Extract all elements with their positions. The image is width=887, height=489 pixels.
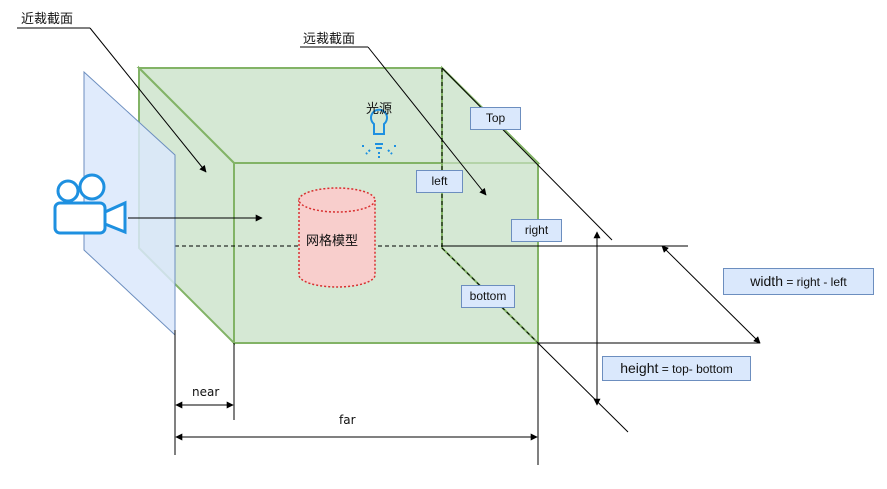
near-plane-label: 近裁截面 xyxy=(21,12,74,27)
height-term: height xyxy=(620,360,659,376)
light-label: 光源 xyxy=(366,102,393,117)
camera-icon xyxy=(53,173,127,235)
mesh-cylinder xyxy=(298,187,376,288)
far-plane-leader xyxy=(367,46,487,196)
width-dimension-arrow xyxy=(661,245,761,344)
width-formula: = right - left xyxy=(782,275,847,289)
top-label: Top xyxy=(470,107,521,130)
width-term: width xyxy=(750,273,783,289)
bottom-label: bottom xyxy=(461,285,515,308)
height-formula-box: height = top- bottom xyxy=(602,356,751,381)
near-plane-leader xyxy=(89,27,207,173)
light-bulb-icon xyxy=(360,108,398,158)
left-label: left xyxy=(416,170,463,193)
right-label: right xyxy=(511,219,562,242)
mesh-label: 网格模型 xyxy=(306,234,359,249)
far-plane-label: 远裁截面 xyxy=(303,32,356,47)
height-formula: = top- bottom xyxy=(658,362,733,376)
width-formula-box: width = right - left xyxy=(723,268,874,295)
near-label: near xyxy=(192,385,220,399)
far-label: far xyxy=(339,413,356,427)
